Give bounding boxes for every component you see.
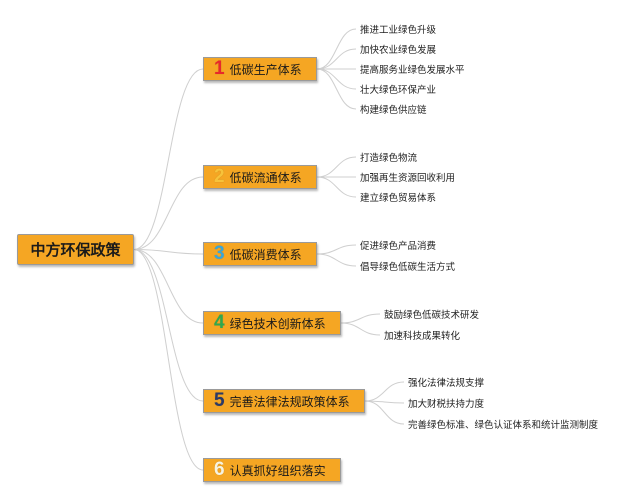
branch-node-3[interactable]: 3 低碳消费体系 bbox=[203, 242, 317, 266]
leaf-link-2-1 bbox=[316, 156, 357, 178]
leaf-link-1-1 bbox=[316, 28, 357, 70]
branch-label-1: 低碳生产体系 bbox=[229, 62, 302, 77]
branch-node-2[interactable]: 2 低碳流通体系 bbox=[203, 165, 317, 189]
leaf-link-3-1 bbox=[316, 244, 357, 255]
branch-number-3: 3 bbox=[214, 243, 225, 264]
branch-label-4: 绿色技术创新体系 bbox=[229, 316, 326, 331]
leaf-link-4-2 bbox=[340, 322, 381, 336]
leaf-5-2[interactable]: 加大财税扶持力度 bbox=[408, 399, 485, 410]
leaf-link-2-3 bbox=[316, 176, 357, 198]
leaf-2-3[interactable]: 建立绿色贸易体系 bbox=[360, 193, 437, 204]
leaf-1-4[interactable]: 壮大绿色环保产业 bbox=[360, 85, 437, 96]
leaf-4-1[interactable]: 鼓励绿色低碳技术研发 bbox=[384, 310, 480, 321]
root-link-3 bbox=[133, 249, 204, 255]
root-label: 中方环保政策 bbox=[30, 241, 121, 259]
leaf-link-5-3 bbox=[364, 400, 405, 425]
leaf-link-4-1 bbox=[340, 313, 381, 324]
leaf-2-2[interactable]: 加强再生资源回收利用 bbox=[360, 173, 456, 184]
branch-label-6: 认真抓好组织落实 bbox=[229, 463, 326, 478]
branch-node-6[interactable]: 6 认真抓好组织落实 bbox=[203, 458, 341, 482]
root-link-5 bbox=[133, 249, 204, 402]
branch-number-2: 2 bbox=[214, 166, 225, 187]
leaf-3-1[interactable]: 促进绿色产品消费 bbox=[360, 241, 437, 252]
leaf-4-2[interactable]: 加速科技成果转化 bbox=[384, 331, 461, 342]
root-link-1 bbox=[133, 68, 204, 250]
leaf-3-2[interactable]: 倡导绿色低碳生活方式 bbox=[360, 262, 456, 273]
leaf-link-1-2 bbox=[316, 48, 357, 70]
branch-number-6: 6 bbox=[214, 459, 225, 480]
root-node[interactable]: 中方环保政策 bbox=[17, 234, 134, 265]
leaf-link-3-2 bbox=[316, 253, 357, 267]
branch-label-2: 低碳流通体系 bbox=[229, 170, 302, 185]
leaf-link-1-4 bbox=[316, 68, 357, 90]
leaf-5-1[interactable]: 强化法律法规支撑 bbox=[408, 378, 485, 389]
leaf-1-3[interactable]: 提高服务业绿色发展水平 bbox=[360, 65, 465, 76]
leaf-1-2[interactable]: 加快农业绿色发展 bbox=[360, 45, 437, 56]
branch-number-1: 1 bbox=[214, 58, 225, 79]
root-link-2 bbox=[133, 176, 204, 250]
branch-node-1[interactable]: 1 低碳生产体系 bbox=[203, 57, 317, 81]
leaf-1-5[interactable]: 构建绿色供应链 bbox=[360, 105, 427, 116]
branch-node-4[interactable]: 4 绿色技术创新体系 bbox=[203, 311, 341, 335]
branch-node-5[interactable]: 5 完善法律法规政策体系 bbox=[203, 389, 365, 413]
leaf-1-1[interactable]: 推进工业绿色升级 bbox=[360, 25, 437, 36]
leaf-link-5-1 bbox=[364, 381, 405, 402]
root-link-6 bbox=[133, 249, 204, 471]
leaf-5-3[interactable]: 完善绿色标准、绿色认证体系和统计监测制度 bbox=[408, 420, 599, 431]
leaf-2-1[interactable]: 打造绿色物流 bbox=[360, 153, 418, 164]
root-link-4 bbox=[133, 249, 204, 324]
leaf-link-1-5 bbox=[316, 68, 357, 110]
branch-number-5: 5 bbox=[214, 390, 225, 411]
branch-label-5: 完善法律法规政策体系 bbox=[229, 394, 350, 409]
branch-number-4: 4 bbox=[214, 312, 225, 333]
branch-label-3: 低碳消费体系 bbox=[229, 247, 302, 262]
